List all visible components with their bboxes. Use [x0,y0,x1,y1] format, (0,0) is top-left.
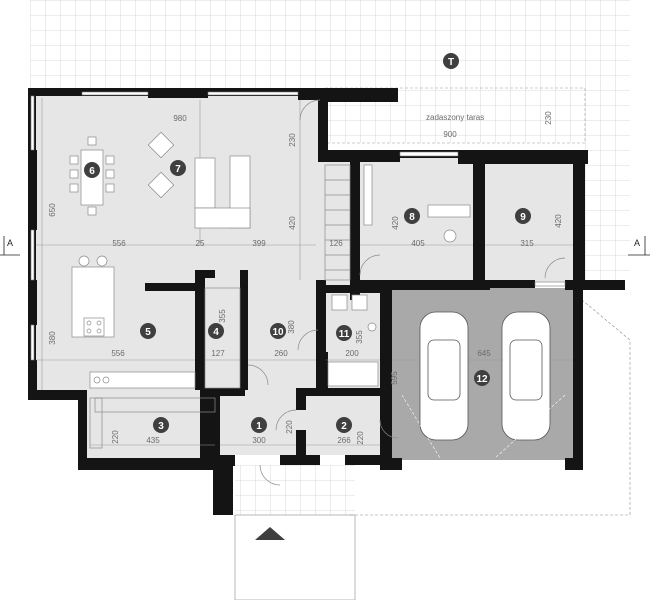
roofed-terrace-depth: 230 [544,111,553,125]
room-badge-6: 6 [84,162,100,178]
svg-text:6: 6 [89,166,95,177]
svg-text:260: 260 [274,349,288,358]
svg-text:399: 399 [252,239,266,248]
svg-text:595: 595 [390,371,399,385]
svg-text:435: 435 [146,436,160,445]
terrace-tiles [30,0,630,90]
room-badge-12: 12 [474,370,490,386]
room-badge-3: 3 [153,417,169,433]
svg-text:2: 2 [341,421,347,432]
svg-text:980: 980 [173,114,187,123]
svg-text:420: 420 [554,214,563,228]
svg-text:266: 266 [337,436,351,445]
svg-text:200: 200 [345,349,359,358]
svg-text:A: A [7,238,13,248]
roofed-terrace-width: 900 [443,130,457,139]
entrance-arrow [255,527,285,540]
svg-text:10: 10 [272,327,284,338]
svg-text:380: 380 [287,320,296,334]
terrace-tiles-right [585,85,630,285]
svg-text:230: 230 [288,133,297,147]
svg-text:7: 7 [175,164,181,175]
kitchen-island [71,255,196,389]
svg-text:420: 420 [391,216,400,230]
room-badge-8: 8 [404,208,420,224]
svg-text:556: 556 [111,349,125,358]
room-badge-1: 1 [251,417,267,433]
section-marker-right: A [628,236,650,256]
car-left [419,311,469,441]
svg-text:405: 405 [411,239,425,248]
svg-text:220: 220 [111,430,120,444]
svg-text:220: 220 [285,420,294,434]
dining-table [69,136,115,216]
svg-text:4: 4 [213,327,219,338]
windows [30,91,566,361]
svg-text:9: 9 [520,212,526,223]
svg-text:5: 5 [145,327,151,338]
svg-text:420: 420 [288,216,297,230]
svg-text:1: 1 [256,421,262,432]
svg-text:126: 126 [329,239,343,248]
section-marker-left: A [0,236,20,256]
svg-text:315: 315 [520,239,534,248]
svg-text:220: 220 [356,431,365,445]
roofed-terrace-label: zadaszony taras [426,113,484,122]
entrance-tiles [235,465,355,515]
room-badge-9: 9 [515,208,531,224]
svg-text:127: 127 [211,349,225,358]
svg-text:645: 645 [477,349,491,358]
svg-text:11: 11 [339,329,350,340]
svg-text:380: 380 [48,331,57,345]
dimension-labels: 980 230 650 420 556 25 399 126 420 405 4… [48,114,563,445]
sofa [194,155,251,229]
svg-text:3: 3 [158,421,164,432]
svg-text:12: 12 [476,374,488,385]
office-desk [363,164,471,243]
garage-door-swing [401,394,566,459]
room-badge-11: 11 [336,325,352,341]
svg-text:650: 650 [48,203,57,217]
room-badge-10: 10 [270,323,286,339]
staircase [324,164,351,281]
svg-text:T: T [448,57,454,68]
svg-text:355: 355 [355,330,364,344]
bathroom-fixtures [327,294,379,387]
room-badge-5: 5 [140,323,156,339]
car-right [501,311,551,441]
room-badge-2: 2 [336,417,352,433]
terrace-marker: T [443,53,459,69]
storage-shelves [89,287,241,449]
doors [247,99,566,486]
driveway-outline [350,289,631,516]
room-badge-4: 4 [208,323,224,339]
svg-text:25: 25 [196,239,205,248]
floor-pantry [85,390,220,458]
armchairs [147,131,175,199]
svg-text:A: A [634,238,640,248]
room-badge-7: 7 [170,160,186,176]
svg-text:8: 8 [409,212,415,223]
svg-text:556: 556 [112,239,126,248]
svg-text:355: 355 [218,309,227,323]
entrance-steps [234,514,356,600]
svg-text:300: 300 [252,436,266,445]
